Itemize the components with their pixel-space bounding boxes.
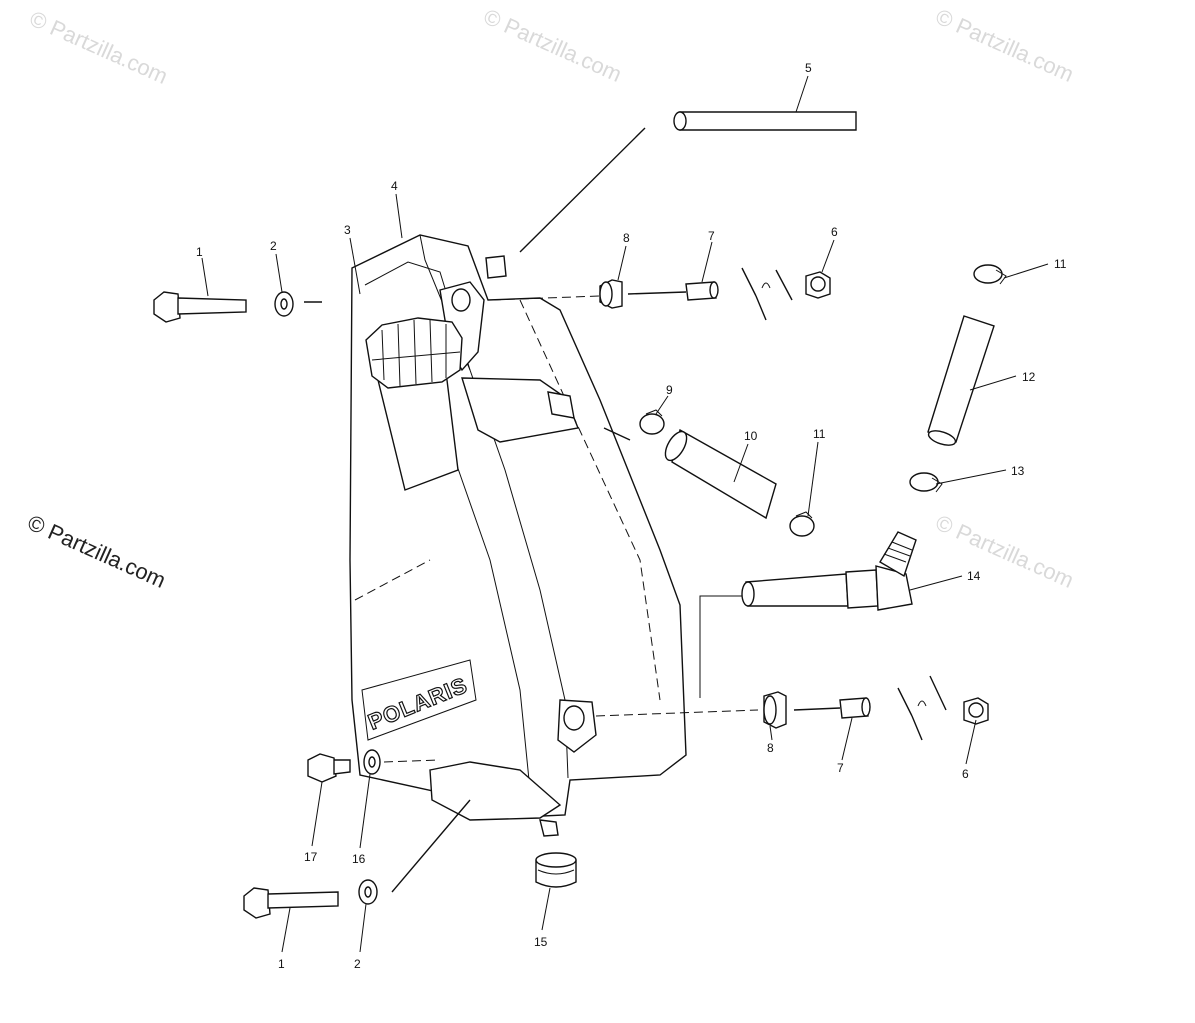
spacer-bottom xyxy=(839,697,871,719)
callout-8-top: 8 xyxy=(623,231,630,245)
hose-5 xyxy=(673,111,857,131)
callout-6-bottom: 6 xyxy=(962,767,969,781)
watermark-top-left: © Partzilla.com xyxy=(26,6,172,89)
spacer-top xyxy=(685,281,719,301)
callout-2-top: 2 xyxy=(270,239,277,253)
clamp-11-top xyxy=(973,264,1007,285)
break-mark-bottom xyxy=(897,675,947,741)
callout-4: 4 xyxy=(391,179,398,193)
drain-washer xyxy=(363,749,381,775)
watermark-mid-right: © Partzilla.com xyxy=(932,510,1078,593)
callout-15: 15 xyxy=(534,935,548,949)
callout-10: 10 xyxy=(744,429,758,443)
callout-3: 3 xyxy=(344,223,351,237)
break-mark-top xyxy=(741,267,793,321)
fitting-14 xyxy=(741,531,917,611)
watermark-left: © Partzilla.com xyxy=(24,510,170,593)
nut-bottom xyxy=(963,697,989,725)
callout-7-bottom: 7 xyxy=(837,761,844,775)
grommet-15 xyxy=(535,852,577,888)
callout-17: 17 xyxy=(304,850,318,864)
callout-11-mid: 11 xyxy=(813,427,826,441)
callout-16: 16 xyxy=(352,852,366,866)
lower-mount-hole xyxy=(563,705,585,731)
washer-bottom xyxy=(358,879,378,905)
grommet-top xyxy=(599,279,623,309)
clamp-11-mid xyxy=(789,511,815,537)
clamp-9 xyxy=(639,409,665,435)
callout-12: 12 xyxy=(1022,370,1036,384)
callout-1-top: 1 xyxy=(196,245,203,259)
callout-5: 5 xyxy=(805,61,812,75)
callout-8-bottom: 8 xyxy=(767,741,774,755)
callout-7-top: 7 xyxy=(708,229,715,243)
reservoir-tank: POLARIS xyxy=(349,234,687,837)
callout-6-top: 6 xyxy=(831,225,838,239)
bolt-bottom xyxy=(243,887,339,919)
callout-2-bottom: 2 xyxy=(354,957,361,971)
callout-labels: 1 2 3 4 5 6 7 8 9 10 11 11 12 13 14 8 7 … xyxy=(196,61,1067,971)
callout-9: 9 xyxy=(666,383,673,397)
hose-10 xyxy=(664,428,777,520)
watermark-top-right: © Partzilla.com xyxy=(932,4,1078,87)
callout-1-bottom: 1 xyxy=(278,957,285,971)
clamp-13 xyxy=(909,472,943,493)
callout-11-top: 11 xyxy=(1054,257,1067,271)
leader-lines xyxy=(201,75,1049,953)
callout-14: 14 xyxy=(967,569,981,583)
grommet-bottom xyxy=(763,691,787,729)
hose-12 xyxy=(927,315,995,446)
filler-cap xyxy=(365,317,463,389)
drain-plug xyxy=(307,753,351,783)
washer-top xyxy=(274,291,294,317)
watermark-top-center: © Partzilla.com xyxy=(480,4,626,87)
nut-top xyxy=(805,271,831,299)
callout-13: 13 xyxy=(1011,464,1025,478)
upper-mount-hole xyxy=(451,288,471,312)
bolt-top xyxy=(153,291,247,323)
